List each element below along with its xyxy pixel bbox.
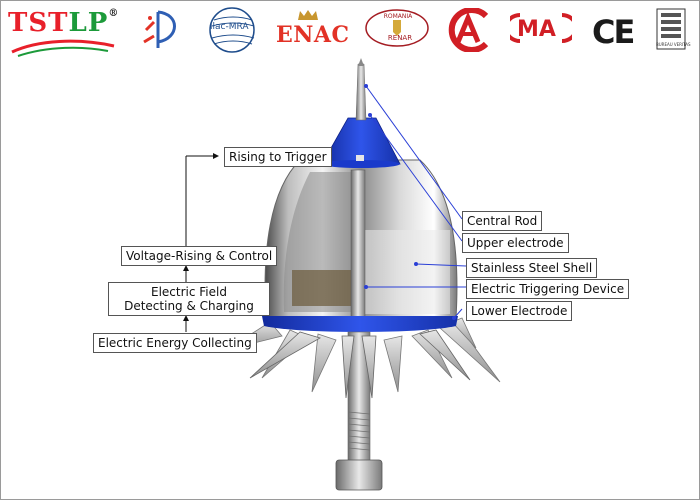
bureau-veritas-text: BUREAU VERITAS bbox=[656, 42, 691, 47]
upper-electrode-window bbox=[356, 155, 364, 161]
ma-logo-frame-icon bbox=[510, 13, 572, 43]
leader-dots bbox=[364, 84, 456, 320]
renar-bottom-text: RENAR bbox=[387, 34, 413, 42]
bureau-veritas-logo-icon bbox=[656, 8, 686, 50]
upper-electrode-rim bbox=[322, 160, 400, 168]
mast-nut bbox=[335, 459, 383, 491]
voltage-rising-control-label: Voltage-Rising & Control bbox=[121, 246, 278, 266]
central-rod-label: Central Rod bbox=[462, 211, 543, 231]
ce-mark-text: CE bbox=[592, 13, 635, 51]
ma-text: MA bbox=[517, 17, 556, 42]
cnas-logo-icon bbox=[143, 10, 176, 48]
renar-logo-icon bbox=[365, 9, 429, 47]
renar-top-text: ROMANIA bbox=[383, 13, 413, 20]
upper-electrode-label: Upper electrode bbox=[462, 233, 569, 253]
electric-triggering-device-label: Electric Triggering Device bbox=[466, 279, 630, 299]
brand-name-part2: LP bbox=[68, 8, 109, 38]
flowchart-arrows bbox=[183, 153, 219, 332]
mast-threads bbox=[347, 411, 371, 451]
ilac-mra-logo-icon bbox=[209, 7, 255, 53]
stainless-steel-shell-label: Stainless Steel Shell bbox=[466, 258, 598, 278]
central-rod-tip bbox=[358, 58, 364, 66]
field-detecting-charging-label: Electric Field Detecting & Charging bbox=[108, 282, 270, 316]
field-detecting-line1: Electric Field bbox=[151, 285, 227, 299]
front-fins bbox=[249, 329, 471, 399]
brand-logo: TSTLP® bbox=[8, 8, 119, 38]
rising-to-trigger-label: Rising to Trigger bbox=[224, 147, 332, 167]
central-rod-spike bbox=[355, 63, 367, 121]
cma-ca-logo-icon bbox=[448, 8, 489, 52]
ilac-mra-text: ilac-MRA bbox=[210, 22, 249, 32]
dome-reflection bbox=[362, 230, 450, 314]
lower-electrode-label: Lower Electrode bbox=[466, 301, 573, 321]
field-detecting-line2: Detecting & Charging bbox=[124, 299, 254, 313]
lower-electrode-band bbox=[262, 316, 458, 332]
brand-swoosh-icon bbox=[11, 39, 115, 57]
enac-crown-icon bbox=[298, 10, 318, 20]
internal-circuit bbox=[292, 270, 352, 306]
registered-mark: ® bbox=[108, 8, 120, 19]
enac-text: ENAC bbox=[276, 22, 350, 48]
central-rod-body bbox=[350, 169, 366, 321]
energy-collecting-label: Electric Energy Collecting bbox=[93, 333, 257, 353]
leader-lines bbox=[365, 85, 467, 319]
brand-name-part1: TST bbox=[8, 8, 69, 38]
